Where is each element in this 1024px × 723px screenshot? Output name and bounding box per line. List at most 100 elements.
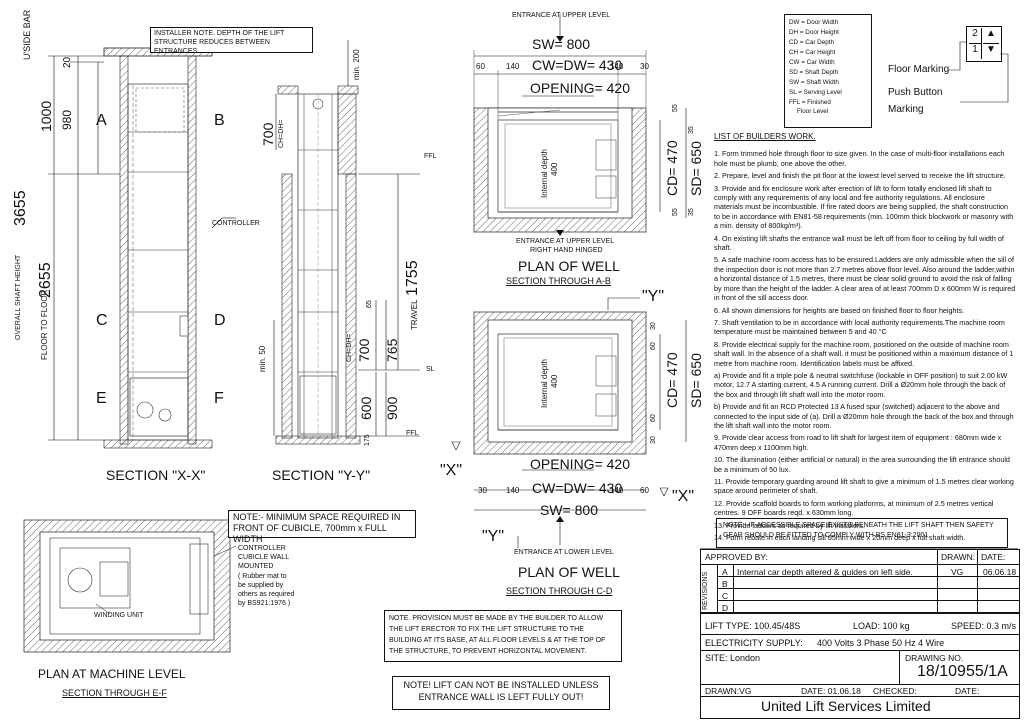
chdh-top: CH=DH=: [278, 119, 285, 148]
section-yy: [273, 40, 420, 445]
sw-bot: SW= 800: [540, 502, 598, 518]
rev-a-date: 06.06.18: [983, 567, 1017, 577]
builders-work-item: 7. Shaft ventilation to be in accordance…: [714, 317, 1005, 337]
builders-work-item: 5. A safe machine room access has to be …: [714, 255, 1016, 303]
dim-60-a: 60: [476, 62, 485, 71]
section-xx: [48, 47, 236, 449]
dim-140-b: 140: [610, 62, 624, 71]
dim-600: 600: [358, 396, 374, 420]
builders-work-item: 13. Provide ladders as required by lift …: [714, 520, 866, 530]
cannot-install-note: NOTE! LIFT CAN NOT BE INSTALLED UNLESS E…: [392, 676, 610, 710]
dim-140-d: 140: [610, 486, 624, 495]
internal-depth-cd: Internal depth: [540, 359, 549, 408]
floor-num-1: 1: [969, 44, 982, 59]
dim-55-b: 55: [672, 208, 679, 216]
legend-item: DH = Door Height: [789, 29, 839, 36]
builders-work-item: 10. The illumination (either artificial …: [714, 455, 1010, 474]
drawing-number: 18/10955/1A: [917, 663, 1008, 680]
section-yy-title: SECTION "Y-Y": [272, 467, 371, 483]
rev-b-letter: B: [722, 579, 728, 589]
marking-label: Marking: [888, 104, 924, 115]
legend-item: CH = Car Height: [789, 49, 836, 56]
winding-unit-label: WINDING UNIT: [94, 612, 144, 619]
letter-b: B: [214, 112, 225, 129]
section-xx-title: SECTION "X-X": [106, 467, 206, 483]
builders-work-item: 9. Provide clear access from road to lif…: [714, 433, 1002, 452]
dim-1000: 1000: [38, 100, 54, 132]
approved-by-label: APPROVED BY:: [705, 552, 768, 562]
dim-175: 175: [364, 434, 371, 446]
cw-bot: CW=DW= 430: [532, 480, 623, 496]
plan-machine-level: [23, 519, 237, 653]
right-hand-hinged: RIGHT HAND HINGED: [530, 247, 603, 254]
legend-item: CW = Car Width: [789, 59, 835, 66]
cw-top: CW=DW= 430: [532, 57, 623, 73]
ffl-top: FFL: [424, 153, 437, 160]
machine-level-sub: SECTION THROUGH E-F: [62, 688, 167, 698]
floor-marking-label: Floor Marking: [888, 64, 950, 75]
entrance-upper-label: ENTRANCE AT UPPER LEVEL: [512, 12, 611, 19]
builders-work-item: 12. Provide scaffold boards to form work…: [714, 498, 994, 518]
speed: SPEED: 0.3 m/s: [951, 621, 1017, 631]
legend-item: SD = Shaft Depth: [789, 69, 839, 76]
machine-level-title: PLAN AT MACHINE LEVEL: [38, 667, 186, 681]
dim-1755: 1755: [404, 260, 421, 296]
legend-box: DW = Door Width DH = Door Height CD = Ca…: [784, 14, 872, 128]
legend-item: Floor Level: [797, 108, 829, 115]
sd-bot: SD= 650: [688, 353, 704, 408]
builders-work-item: 1. Form trimmed hole through floor to si…: [714, 149, 1005, 168]
dim-65: 65: [366, 300, 373, 308]
dim-30-a: 30: [640, 62, 649, 71]
internal-depth-val-ab: 400: [550, 162, 559, 176]
dim-60-d: 60: [640, 486, 649, 495]
builders-work-item: 14. Form rebate in each landing sill 65m…: [714, 533, 966, 543]
dim-700-mid: 700: [356, 338, 372, 362]
dim-35-a: 35: [688, 126, 695, 134]
checked-date-label: DATE:: [955, 686, 980, 696]
provision-note: NOTE. PROVISION MUST BE MADE BY THE BUIL…: [384, 610, 622, 662]
mark-x-right: "X": [672, 488, 695, 505]
plan-well-ab-title: PLAN OF WELL: [518, 258, 620, 274]
plan-well-cd-sub: SECTION THROUGH C-D: [506, 586, 613, 596]
legend-item: SW = Shaft Width: [789, 79, 839, 86]
sd-top: SD= 650: [688, 141, 704, 196]
legend-item: FFL = Finished: [789, 99, 831, 106]
dim-30-c: 30: [650, 436, 657, 444]
controller-label: CONTROLLER: [212, 220, 260, 227]
controller-cubicle-label: CONTROLLER CUBICLE WALL MOUNTED: [238, 545, 289, 570]
accessible-space-note: NOTE:- IF ACCESSIBLE SPACE EXISTS BENEAT…: [716, 518, 1008, 548]
builders-work-item: 6. All shown dimensions for heights are …: [714, 305, 965, 315]
builders-work-heading: LIST OF BUILDERS WORK.: [714, 132, 816, 141]
ffl-bot: FFL: [406, 430, 419, 437]
plan-well-ab-sub: SECTION THROUGH A-B: [506, 276, 611, 286]
builders-work-item: 4. On existing lift shafts the entrance …: [714, 233, 1004, 253]
builders-work-item: 11. Provide temporary guarding around li…: [714, 477, 1014, 496]
entrance-upper-rh: ENTRANCE AT UPPER LEVEL: [516, 238, 615, 245]
sl-label: SL: [426, 366, 435, 373]
opening-top: OPENING= 420: [530, 80, 630, 96]
letter-c: C: [96, 312, 108, 329]
load: LOAD: 100 kg: [853, 621, 910, 631]
dim-140-c: 140: [506, 486, 520, 495]
floor-marking-panel: 2 ▲ 1 ▼: [966, 26, 1002, 62]
revisions-label: REVISIONS: [702, 571, 709, 610]
site: SITE: London: [705, 653, 761, 663]
dim-60-c: 60: [650, 414, 657, 422]
electricity-value: 400 Volts 3 Phase 50 Hz 4 Wire: [817, 638, 945, 648]
builders-work-item: 2. Prepare, level and finish the pit flo…: [714, 171, 1006, 181]
legend-item: SL = Serving Level: [789, 89, 842, 96]
dim-min200: min. 200: [352, 49, 361, 80]
rubber-mat-label: ( Rubber mat to be supplied by others as…: [238, 573, 295, 607]
min-space-note: NOTE:- MINIMUM SPACE REQUIRED IN FRONT O…: [228, 510, 416, 544]
drawn-by: DRAWN:VG: [705, 686, 752, 696]
dim-900: 900: [384, 396, 400, 420]
lift-type: LIFT TYPE: 100.45/48S: [705, 621, 801, 631]
dim-min50: min. 50: [258, 345, 267, 372]
builders-work-item: b) Provide and fit an RCD Protected 13 A…: [714, 402, 1014, 430]
builders-work-item: 3. Provide and fix enclosure work after …: [714, 183, 1014, 231]
mark-y-bot: "Y": [482, 528, 505, 545]
dim-30-b: 30: [650, 322, 657, 330]
rev-a-text: Internal car depth altered & guides on l…: [737, 567, 913, 577]
usidebar-label: U'SIDE BAR: [22, 9, 32, 60]
title-block: APPROVED BY: DRAWN: DATE: REVISIONS A In…: [700, 549, 1020, 719]
